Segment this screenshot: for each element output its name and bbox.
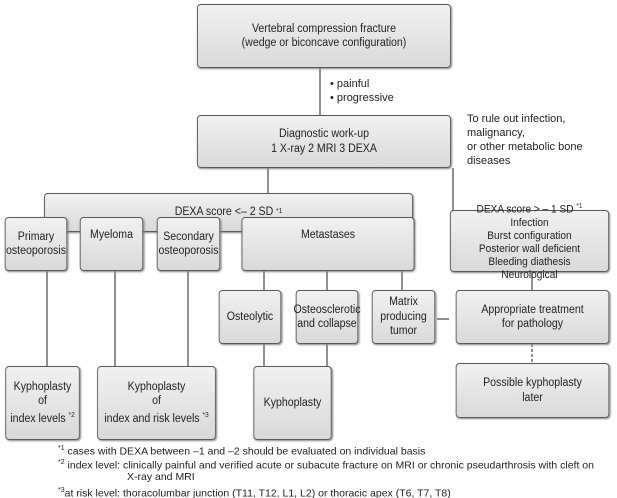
- box-text: Kyphoplasty: [13, 380, 72, 393]
- footnote-ref: *2: [68, 411, 75, 419]
- kyphoplasty-index-risk-box: Kyphoplasty of index and risk levels *3: [97, 366, 216, 440]
- box-text: Burst configuration: [487, 229, 572, 242]
- footnote-text: X-ray and MRI: [127, 471, 195, 483]
- box-text: producing: [380, 310, 427, 323]
- footnote-text: index level: clinically painful and veri…: [64, 459, 594, 472]
- footnote-mark: *3: [58, 487, 65, 494]
- fracture-box: Vertebral compression fracture (wedge or…: [197, 4, 451, 68]
- footnote-3: *3at risk level: thoracolumbar junction …: [58, 484, 451, 498]
- box-text: DEXA score > – 1 SD *1: [477, 200, 583, 217]
- kyphoplasty-index-box: Kyphoplasty of index levels *2: [5, 366, 80, 440]
- footnote-ref: *1: [276, 208, 283, 216]
- box-text-line: index and risk levels: [104, 412, 200, 425]
- dexa-high-title: DEXA score > – 1 SD: [476, 203, 574, 216]
- box-text: (wedge or biconcave configuration): [241, 37, 407, 49]
- box-text: 1 X-ray 2 MRI 3 DEXA: [271, 142, 377, 155]
- box-text: Infection: [510, 216, 549, 229]
- kyphoplasty-box: Kyphoplasty: [253, 366, 332, 440]
- footnote-1: *1 cases with DEXA between –1 and –2 sho…: [58, 442, 425, 459]
- myeloma-box: Myeloma: [79, 217, 144, 271]
- appropriate-treatment-box: Appropriate treatment for pathology: [455, 290, 610, 344]
- footnote-mark: *1: [58, 445, 65, 452]
- box-text: Metastases: [300, 229, 356, 241]
- box-text: and collapse: [297, 318, 357, 330]
- criteria-item: • painful: [330, 78, 370, 90]
- box-text: Vertebral compression fracture: [251, 22, 397, 35]
- footnote-text: at risk level: thoracolumbar junction (T…: [64, 487, 451, 498]
- box-text: Primary: [17, 230, 55, 243]
- box-text: osteoporosis: [5, 245, 67, 257]
- box-text: Posterior wall deficient: [478, 242, 581, 255]
- osteolytic-box: Osteolytic: [218, 290, 282, 344]
- box-text: tumor: [389, 325, 418, 338]
- box-text: Matrix: [389, 296, 418, 309]
- osteosclerotic-box: Osteosclerotic and collapse: [293, 290, 361, 344]
- footnote-ref: *3: [202, 411, 209, 419]
- box-text: Neurological: [501, 268, 558, 281]
- criteria-label: • painful • progressive: [330, 77, 394, 105]
- box-text: Kyphoplasty: [263, 396, 322, 409]
- footnote-mark: *2: [58, 459, 65, 466]
- box-text: Bleeding diathesis: [488, 255, 571, 268]
- rule-out-label: To rule out infection, malignancy, or ot…: [467, 112, 617, 168]
- metastases-box: Metastases: [241, 217, 415, 271]
- box-text: Osteosclerotic: [293, 303, 361, 316]
- box-text: Osteolytic: [226, 310, 274, 323]
- box-text: osteoporosis: [158, 245, 219, 257]
- matrix-tumor-box: Matrix producing tumor: [371, 290, 436, 344]
- box-text: Myeloma: [90, 229, 133, 241]
- box-text: Appropriate treatment: [481, 303, 584, 316]
- primary-osteoporosis-box: Primary osteoporosis: [4, 217, 68, 271]
- dexa-high-box: DEXA score > – 1 SD *1 Infection Burst c…: [449, 203, 610, 281]
- possible-kyphoplasty-box: Possible kyphoplasty later: [455, 363, 610, 418]
- box-text: Secondary: [163, 230, 214, 243]
- criteria-item: • progressive: [330, 92, 394, 104]
- box-text: index levels *2: [10, 409, 74, 426]
- box-text: of: [152, 395, 161, 408]
- footnote-2-cont: X-ray and MRI: [127, 470, 195, 484]
- secondary-osteoporosis-box: Secondary osteoporosis: [156, 217, 221, 271]
- box-text: index and risk levels *3: [104, 409, 208, 426]
- footnote-ref: *1: [576, 203, 583, 211]
- workup-box: Diagnostic work-up 1 X-ray 2 MRI 3 DEXA: [197, 115, 451, 168]
- footnote-text: cases with DEXA between –1 and –2 should…: [64, 445, 426, 458]
- box-text: of: [38, 395, 47, 408]
- box-text-line: index levels: [10, 412, 66, 425]
- box-text: DEXA score <– 2 SD: [174, 206, 274, 219]
- rule-out-line: To rule out infection, malignancy,: [467, 113, 566, 139]
- rule-out-line: or other metabolic bone diseases: [467, 141, 583, 167]
- box-text: Diagnostic work-up: [279, 128, 369, 140]
- box-text: Kyphoplasty: [127, 380, 186, 393]
- footnote-2: *2 index level: clinically painful and v…: [58, 456, 594, 473]
- box-text: later: [522, 391, 543, 404]
- box-text: Possible kyphoplasty: [483, 377, 582, 389]
- box-text: for pathology: [501, 318, 564, 330]
